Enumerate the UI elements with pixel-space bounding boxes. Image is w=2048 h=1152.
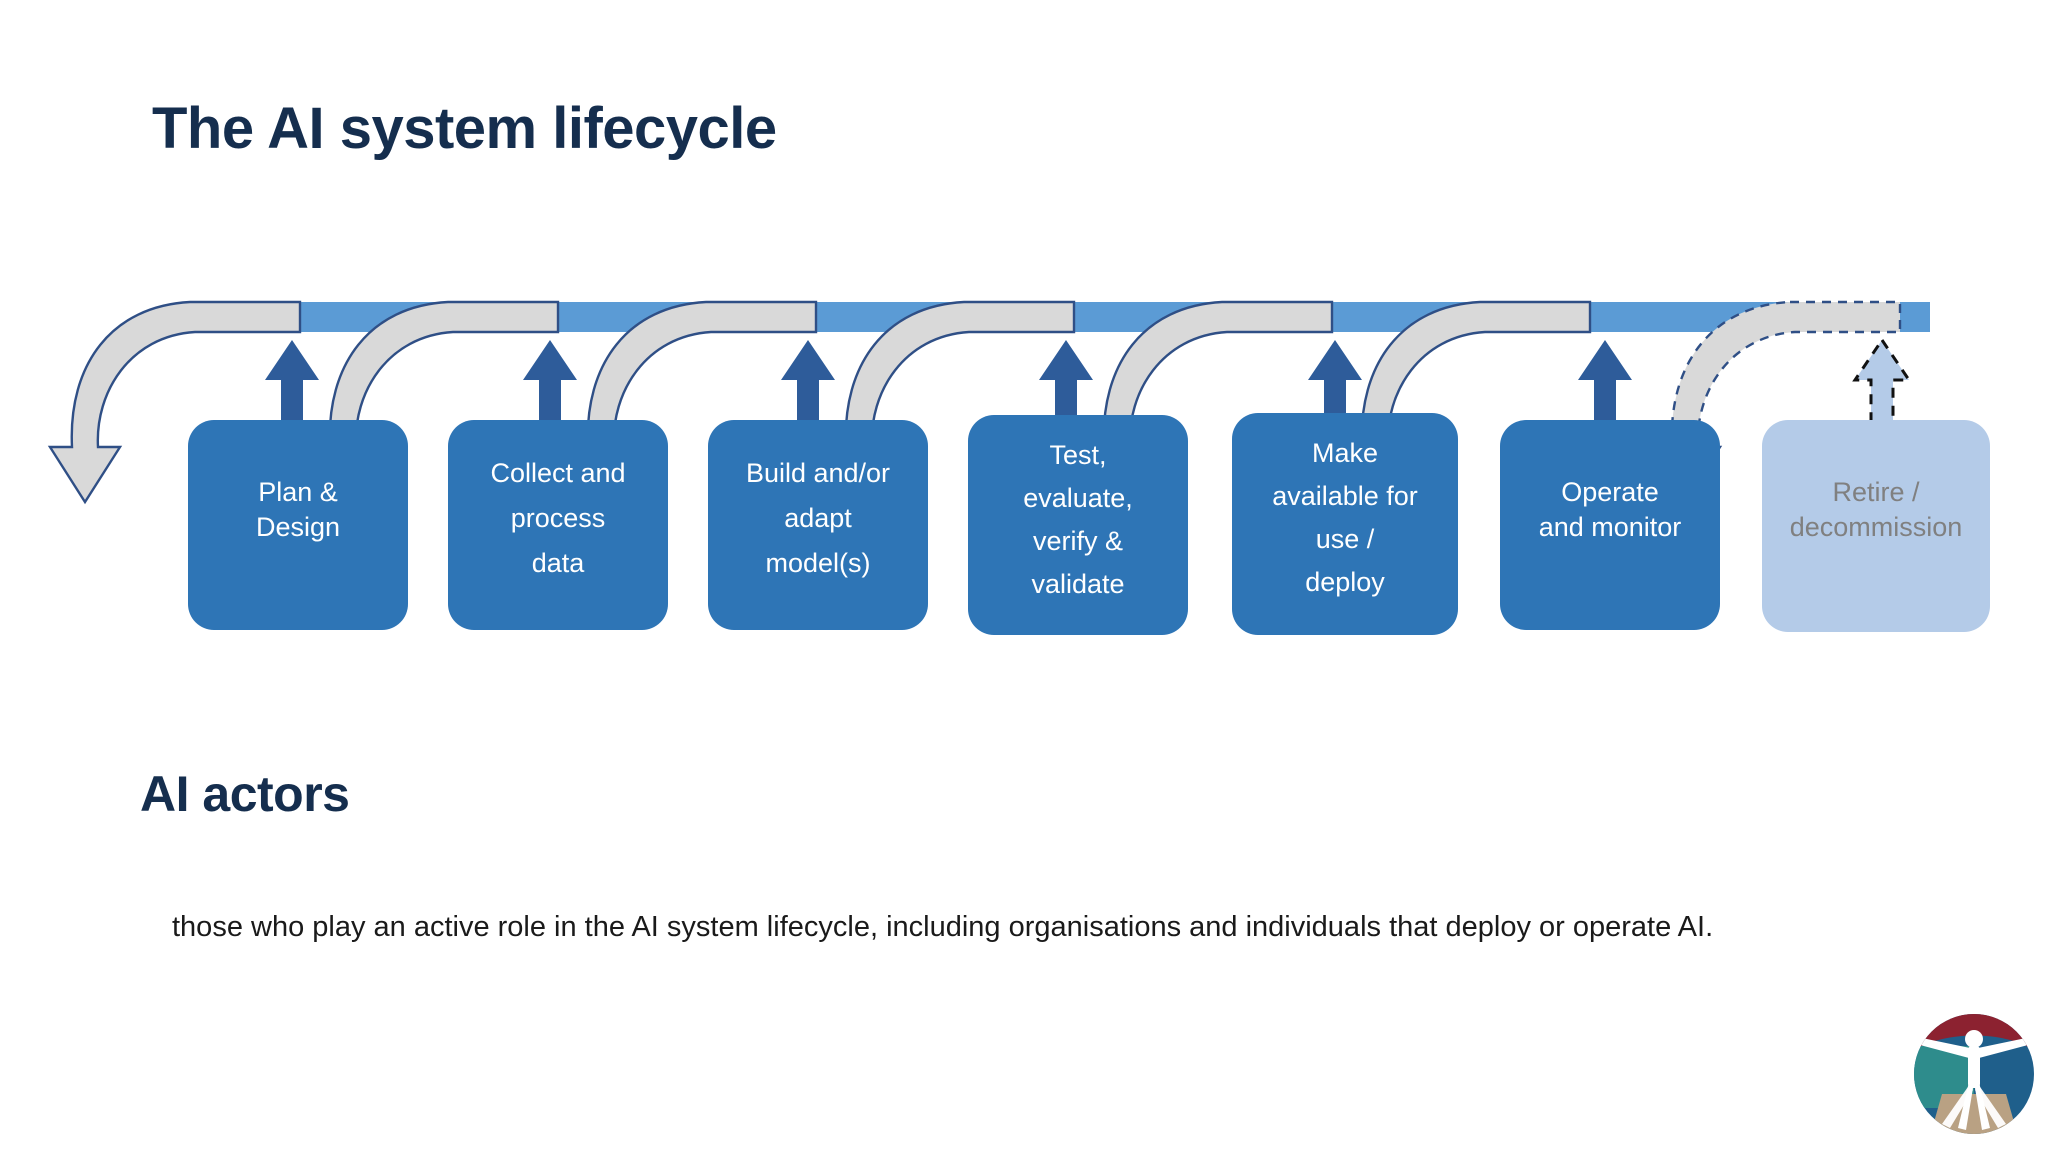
stage-label-line: Design [256,512,340,542]
stage-label-line: validate [1031,569,1124,599]
page-title: The AI system lifecycle [152,96,777,161]
stage-label-line: process [511,503,606,533]
stage-label-line: deploy [1305,567,1385,597]
stage-box-test-validate[interactable]: Test, evaluate, verify & validate [968,415,1188,635]
vitruvian-man-logo [1912,1012,2036,1136]
stage-label-line: Operate [1561,477,1659,507]
stage-label-line: Test, [1049,440,1106,470]
section-title-ai-actors: AI actors [140,766,350,822]
stage-label-line: adapt [784,503,852,533]
ai-actors-description: those who play an active role in the AI … [172,911,1714,943]
stage-label-line: and monitor [1539,512,1682,542]
stage-label-line: Plan & [258,477,338,507]
stage-box-operate-monitor[interactable]: Operate and monitor [1500,420,1720,630]
stage-label-line: Make [1312,438,1378,468]
stage-label-line: Retire / [1832,477,1920,507]
stage-label-line: model(s) [765,548,870,578]
stage-label-line: decommission [1790,512,1963,542]
stage-label-line: available for [1272,481,1418,511]
ai-lifecycle-diagram: Plan & Design Collect and process data B… [0,250,2048,670]
stage-box-plan-design[interactable]: Plan & Design [188,420,408,630]
stage-box-retire[interactable]: Retire / decommission [1762,420,1990,632]
stage-label-line: data [532,548,586,578]
stage-label-line: use / [1316,524,1375,554]
stage-label-line: verify & [1033,526,1123,556]
stage-label-line: evaluate, [1023,483,1133,513]
stage-label-line: Build and/or [746,458,890,488]
stage-box-make-available[interactable]: Make available for use / deploy [1232,413,1458,635]
stage-box-build-model[interactable]: Build and/or adapt model(s) [708,420,928,630]
stage-box-collect-data[interactable]: Collect and process data [448,420,668,630]
stage-label-line: Collect and [490,458,625,488]
